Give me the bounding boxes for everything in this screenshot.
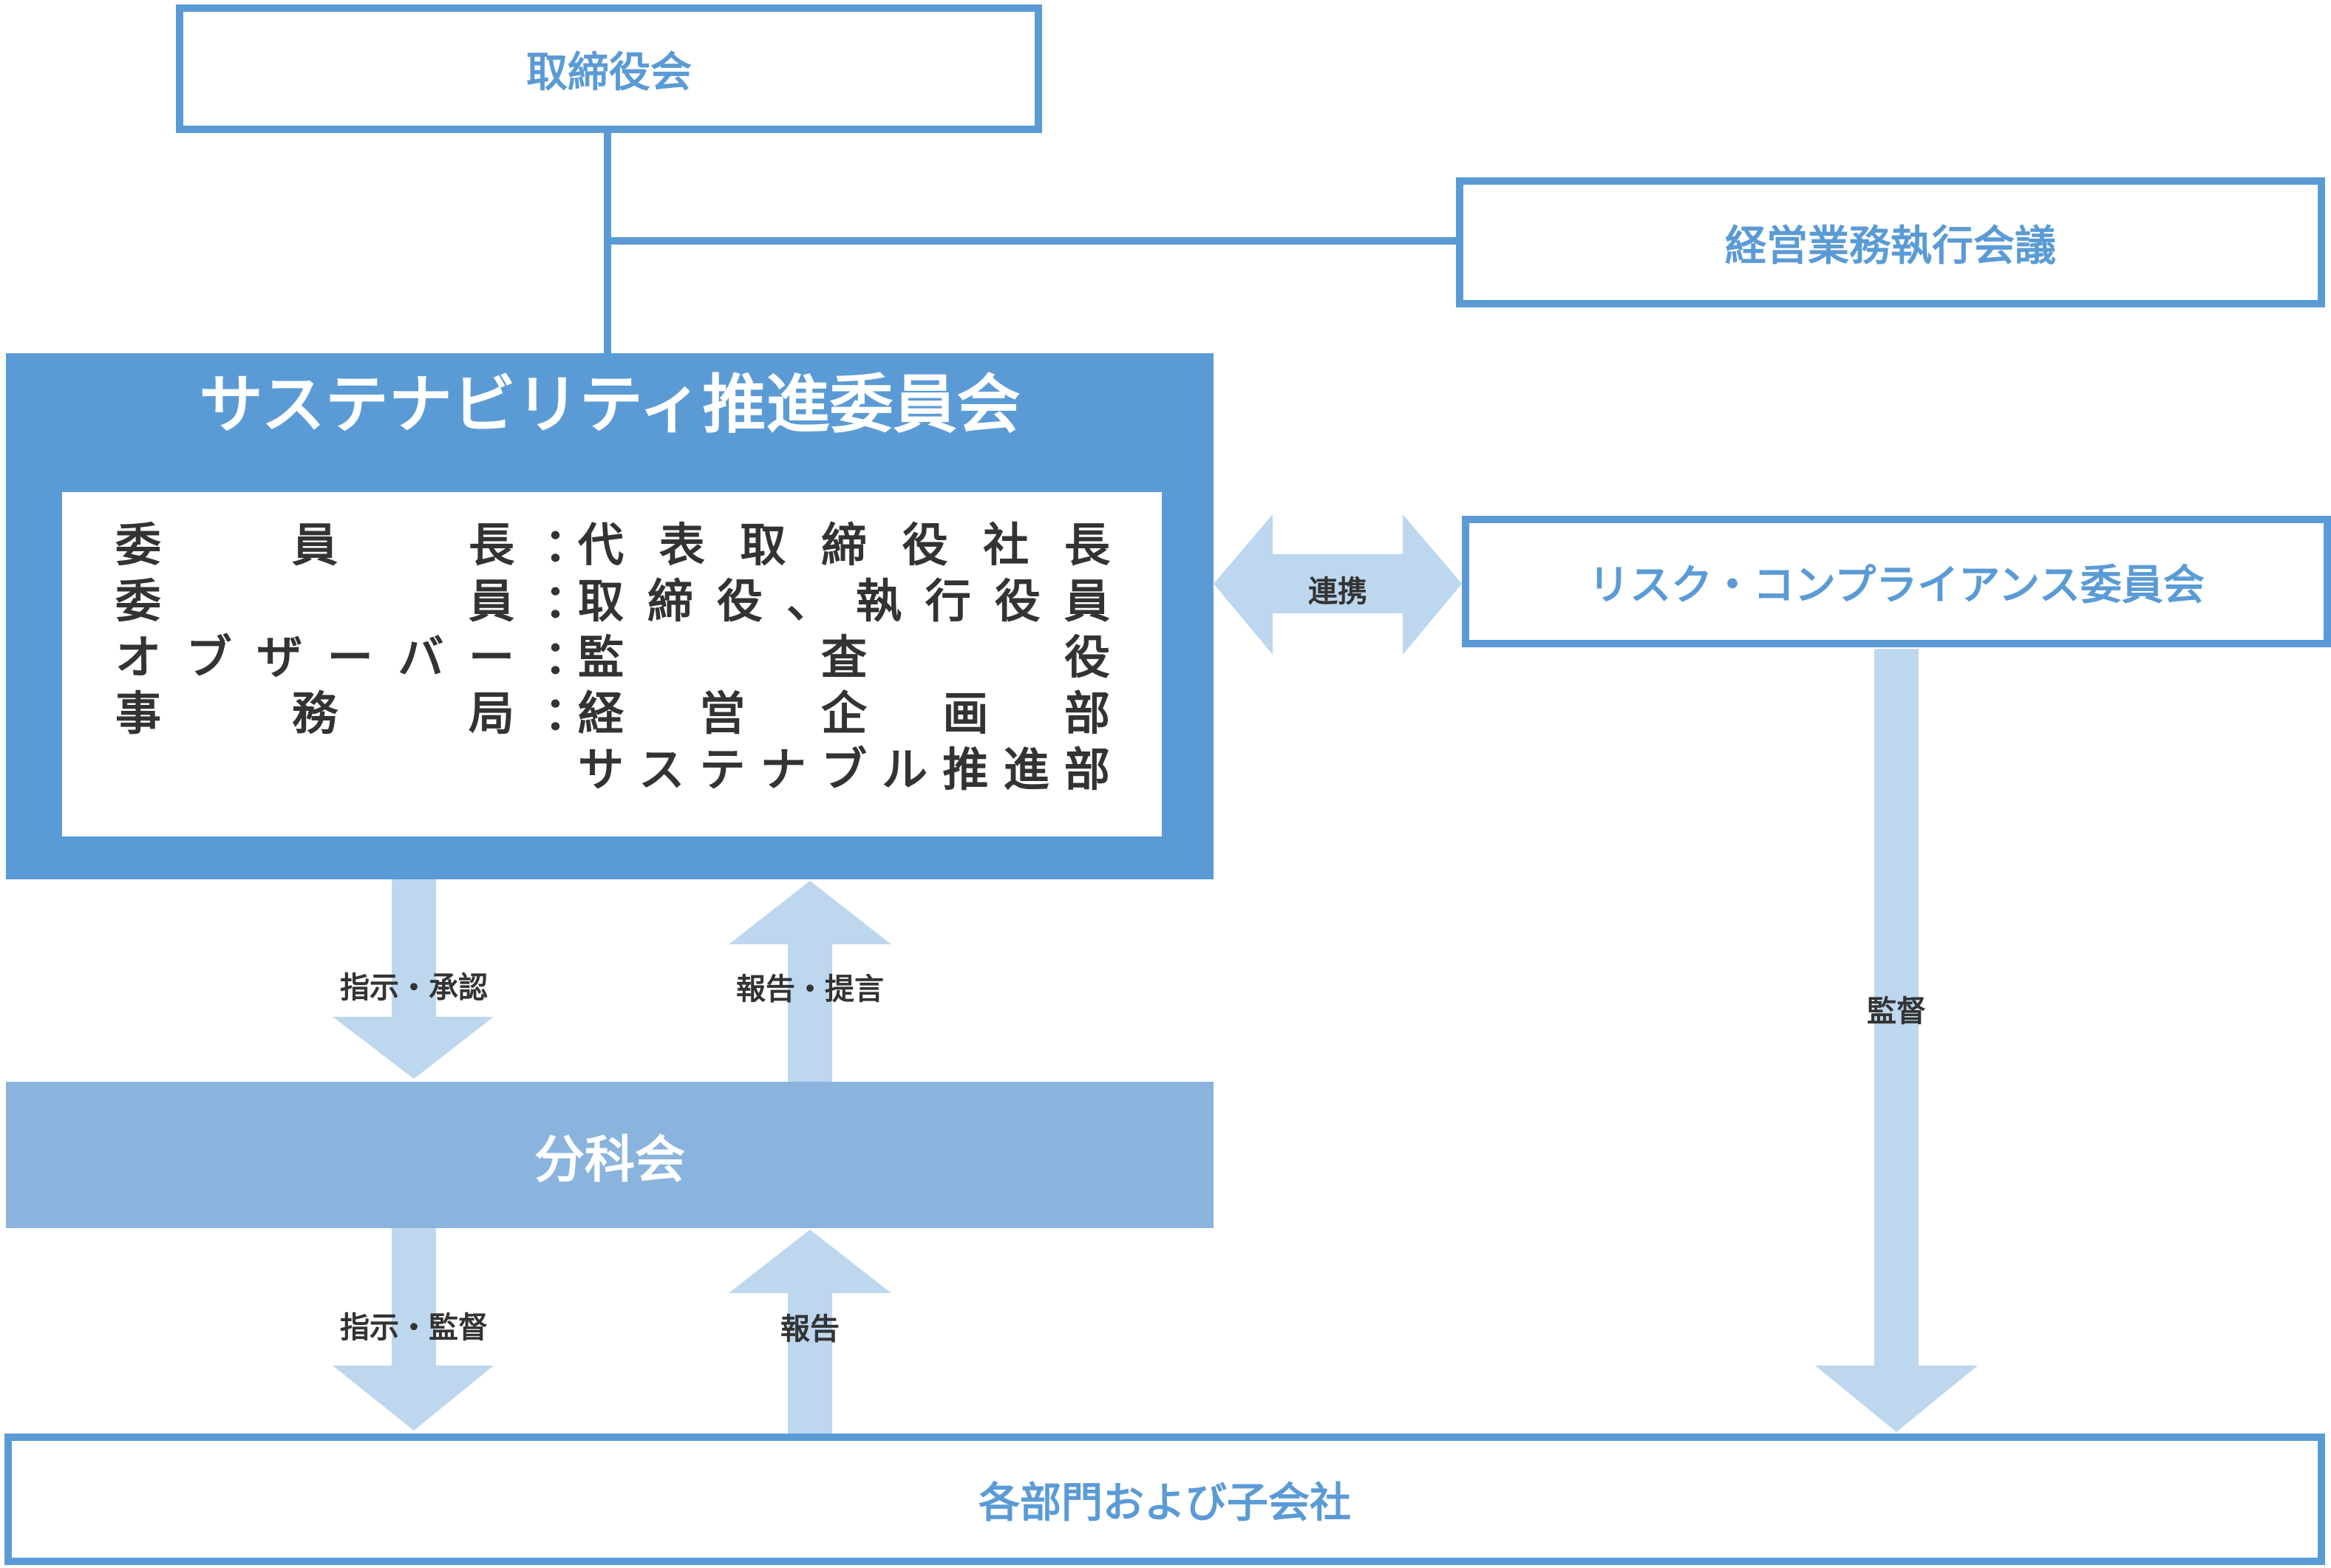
risk-compliance-committee-label: リスク・コンプライアンス委員会	[1588, 561, 2205, 610]
sustainability-committee-title: サステナビリティ推進委員会	[199, 368, 1021, 442]
member-colon: ：	[544, 630, 591, 684]
member-value: 取締役、執行役員	[578, 574, 1110, 628]
report-arrow	[729, 1230, 891, 1434]
report-propose-label: 報告・提言	[736, 972, 884, 1006]
supervise-label: 監督	[1867, 995, 1926, 1029]
exec-meeting-box: 経営業務執行会議	[1456, 177, 2325, 307]
liaison-double-arrow	[1214, 514, 1462, 655]
member-colon: ：	[544, 574, 591, 628]
instruct-approve-label: 指示・承認	[340, 971, 488, 1005]
member-value: 経営企画部	[578, 686, 1110, 740]
departments-label: 各部門および子会社	[979, 1479, 1351, 1527]
supervise-arrow	[1815, 649, 1978, 1432]
board-box: 取締役会	[176, 4, 1042, 133]
member-colon: ：	[544, 686, 591, 740]
member-role: 事務局	[115, 686, 514, 740]
member-value: サステナブル推進部	[578, 743, 1110, 797]
liaison-label: 連携	[1308, 575, 1367, 609]
risk-compliance-committee-box: リスク・コンプライアンス委員会	[1462, 516, 2331, 647]
member-colon: ：	[544, 518, 591, 572]
instruct-supervise-arrow	[333, 1228, 494, 1431]
committee-members-panel: 委員長 ： 代表取締役社長 委員 ： 取締役、執行役員 オブザーバー ： 監査役…	[62, 492, 1162, 836]
subcommittee-label: 分科会	[534, 1131, 685, 1190]
subcommittee-box: 分科会	[6, 1082, 1214, 1228]
board-label: 取締役会	[526, 48, 692, 97]
instruct-approve-arrow	[333, 879, 494, 1079]
sustainability-committee-box: サステナビリティ推進委員会 委員長 ： 代表取締役社長 委員 ： 取締役、執行役…	[6, 353, 1214, 879]
departments-box: 各部門および子会社	[4, 1434, 2325, 1565]
member-role: 委員長	[115, 518, 514, 572]
member-role: 委員	[115, 574, 514, 628]
member-value: 代表取締役社長	[578, 518, 1110, 572]
member-value: 監査役	[578, 630, 1110, 684]
report-propose-arrow	[729, 881, 891, 1082]
instruct-supervise-label: 指示・監督	[340, 1311, 488, 1345]
report-label: 報告	[780, 1312, 840, 1346]
exec-meeting-label: 経営業務執行会議	[1725, 222, 2056, 270]
member-role: オブザーバー	[115, 630, 514, 684]
